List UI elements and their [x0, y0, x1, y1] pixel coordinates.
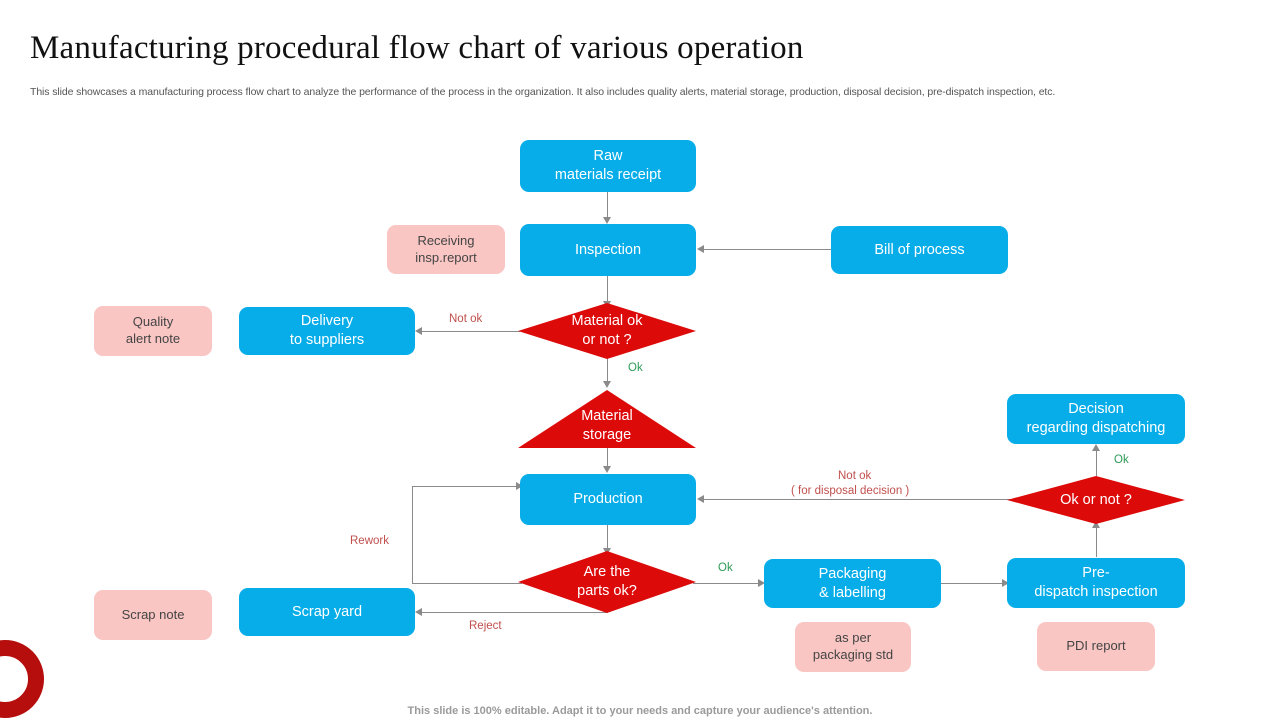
node-pdi-report[interactable]: PDI report [1037, 622, 1155, 671]
connector-ok-or-not-to-production [700, 499, 1013, 500]
node-receiving-insp-report[interactable]: Receiving insp.report [387, 225, 505, 274]
node-decision-regarding-dispatching-line2: regarding dispatching [1026, 420, 1166, 436]
node-scrap-yard-label: Scrap yard [291, 603, 363, 620]
edge-label-ok-dispatch: Ok [1114, 454, 1129, 466]
connector-material-ok-to-storage [607, 358, 608, 383]
node-raw-materials-receipt-line1: Raw [593, 148, 623, 165]
node-bill-of-process-label: Bill of process [874, 241, 965, 258]
connector-reject-horizontal [418, 612, 608, 613]
node-as-per-packaging-std-line2: packaging std [812, 647, 894, 662]
edge-label-not-ok-disposal-line1: Not ok [838, 470, 872, 482]
node-delivery-to-suppliers-line1: Delivery [300, 313, 354, 330]
node-bill-of-process[interactable]: Bill of process [831, 226, 1008, 274]
node-inspection-label: Inspection [574, 241, 642, 258]
node-material-ok-or-not-line2: or not ? [582, 332, 632, 348]
arrowhead-rework-to-production [516, 482, 523, 490]
arrowhead-material-ok-to-storage [603, 381, 611, 388]
connector-parts-ok-to-packaging [693, 583, 763, 584]
edge-label-reject: Reject [469, 620, 502, 632]
node-as-per-packaging-std[interactable]: as per packaging std [795, 622, 911, 672]
node-pre-dispatch-inspection-line2: dispatch inspection [1034, 584, 1158, 600]
node-packaging-labelling-line1: Packaging [818, 565, 887, 582]
node-are-the-parts-ok-line2: parts ok? [577, 583, 637, 599]
node-production[interactable]: Production [520, 474, 696, 525]
node-raw-materials-receipt[interactable]: Raw materials receipt [520, 140, 696, 192]
connector-material-ok-to-delivery [418, 331, 520, 332]
node-packaging-labelling-line2: & labelling [819, 584, 886, 601]
page-subtitle: This slide showcases a manufacturing pro… [30, 86, 1056, 98]
connector-storage-to-production [607, 448, 608, 468]
node-ok-or-not-label: Ok or not ? [1060, 491, 1132, 508]
connector-packaging-to-predispatch [941, 583, 1007, 584]
connector-inspection-to-material-ok [607, 276, 608, 303]
node-material-storage-line1: Material [581, 407, 633, 424]
node-material-ok-or-not-line1: Material ok [571, 313, 643, 330]
connector-ok-or-not-to-decision [1096, 448, 1097, 476]
arrowhead-ok-or-not-to-decision [1092, 444, 1100, 451]
node-are-the-parts-ok[interactable]: Are the parts ok? [518, 551, 696, 613]
node-raw-materials-receipt-line2: materials receipt [554, 167, 662, 183]
connector-predispatch-to-ok-or-not [1096, 525, 1097, 557]
node-quality-alert-note[interactable]: Quality alert note [94, 306, 212, 356]
slide-footer-note: This slide is 100% editable. Adapt it to… [407, 705, 873, 717]
node-as-per-packaging-std-line1: as per [834, 630, 872, 646]
node-ok-or-not[interactable]: Ok or not ? [1007, 476, 1185, 524]
node-receiving-insp-report-line2: insp.report [415, 249, 477, 265]
arrowhead-packaging-to-predispatch [1002, 579, 1009, 587]
connector-bill-to-inspection [700, 249, 831, 250]
edge-label-ok-parts: Ok [718, 562, 733, 574]
arrowhead-bill-to-inspection [697, 245, 704, 253]
edge-label-ok-material: Ok [628, 362, 643, 374]
arrowhead-parts-ok-to-packaging [758, 579, 765, 587]
connector-raw-to-inspection [607, 192, 608, 219]
node-decision-regarding-dispatching-line1: Decision [1068, 401, 1124, 418]
connector-rework-vertical [412, 486, 413, 584]
connector-rework-horizontal-upper [412, 486, 518, 487]
node-scrap-note-label: Scrap note [121, 606, 185, 622]
edge-label-rework: Rework [350, 535, 389, 547]
arrowhead-material-ok-to-delivery [415, 327, 422, 335]
node-pre-dispatch-inspection[interactable]: Pre- dispatch inspection [1007, 558, 1185, 608]
connector-rework-horizontal-lower [412, 583, 522, 584]
arrowhead-ok-or-not-to-production [697, 495, 704, 503]
node-delivery-to-suppliers-line2: to suppliers [289, 332, 365, 348]
node-scrap-note[interactable]: Scrap note [94, 590, 212, 640]
node-packaging-labelling[interactable]: Packaging & labelling [764, 559, 941, 608]
node-are-the-parts-ok-line1: Are the [583, 564, 631, 581]
arrowhead-storage-to-production [603, 466, 611, 473]
edge-label-not-ok-disposal-line2: ( for disposal decision ) [791, 485, 910, 497]
node-production-label: Production [573, 491, 643, 508]
edge-label-not-ok-material: Not ok [449, 313, 483, 325]
node-quality-alert-note-line1: Quality [132, 314, 174, 330]
node-quality-alert-note-line2: alert note [125, 331, 181, 346]
arrowhead-reject-to-scrap-yard [415, 608, 422, 616]
node-receiving-insp-report-line1: Receiving [417, 232, 475, 248]
node-material-ok-or-not[interactable]: Material ok or not ? [518, 303, 696, 359]
node-pre-dispatch-inspection-line1: Pre- [1082, 565, 1110, 582]
page-title: Manufacturing procedural flow chart of v… [30, 30, 804, 66]
node-pdi-report-label: PDI report [1066, 638, 1126, 654]
node-scrap-yard[interactable]: Scrap yard [239, 588, 415, 636]
node-delivery-to-suppliers[interactable]: Delivery to suppliers [239, 307, 415, 355]
node-decision-regarding-dispatching[interactable]: Decision regarding dispatching [1007, 394, 1185, 444]
arrowhead-raw-to-inspection [603, 217, 611, 224]
arrowhead-predispatch-to-ok-or-not [1092, 521, 1100, 528]
node-inspection[interactable]: Inspection [520, 224, 696, 276]
node-material-storage-line2: storage [582, 426, 632, 443]
connector-production-to-parts-ok [607, 525, 608, 550]
node-material-storage[interactable]: Material storage [518, 390, 696, 448]
